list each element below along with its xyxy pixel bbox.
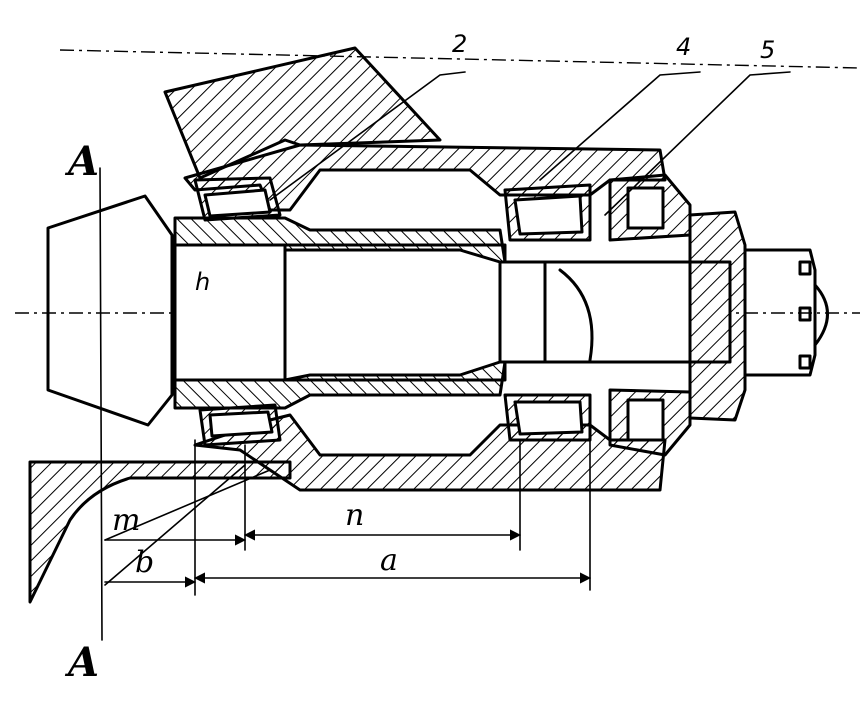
- end-nut: [743, 248, 817, 377]
- nut-slot-2: [798, 306, 812, 322]
- section-line-a: [99, 167, 103, 641]
- nut-slot-1: [798, 260, 812, 276]
- wheel-hub: [46, 194, 174, 427]
- load-line-2: [104, 464, 246, 586]
- bearing-right-bottom: [503, 393, 592, 442]
- flange-right: [688, 210, 747, 422]
- section-mark-bottom: A: [64, 639, 99, 686]
- section-mark-top: A: [64, 138, 99, 185]
- part-number-5: 5: [760, 36, 775, 64]
- leader-2: [269, 71, 466, 201]
- part-number-4: 4: [676, 33, 691, 61]
- shaft-taper-end: [558, 268, 594, 362]
- lower-bracket: [28, 460, 292, 604]
- bearing-left-bottom: [198, 403, 282, 447]
- part-number-2: 2: [452, 30, 467, 58]
- load-line-1: [104, 469, 271, 541]
- dim-label-b: b: [135, 545, 154, 580]
- leader-5: [604, 71, 791, 216]
- shaft-main: [173, 243, 507, 382]
- seal-ring-top: [626, 186, 665, 230]
- dim-label-n: n: [345, 498, 364, 533]
- nut-slot-3: [798, 354, 812, 370]
- dim-label-m: m: [112, 503, 140, 538]
- bearing-left-top: [193, 176, 282, 222]
- seal-ring-bottom: [626, 398, 665, 442]
- axis-mark-h: h: [195, 268, 210, 296]
- end-cap: [813, 283, 829, 347]
- dim-label-a: a: [380, 543, 398, 578]
- bearing-right-top: [503, 183, 592, 242]
- leader-4: [539, 71, 701, 181]
- sleeve-top: [173, 216, 507, 264]
